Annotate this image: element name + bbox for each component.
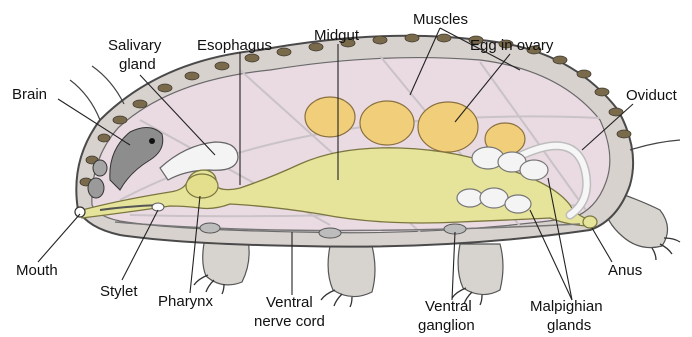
label-mouth: Mouth — [16, 262, 58, 279]
label-salivary-gland-line1: Salivary — [108, 37, 162, 54]
egg-3 — [418, 102, 478, 152]
label-pharynx: Pharynx — [158, 293, 214, 310]
label-ventral-ganglion-line2: ganglion — [418, 317, 475, 334]
label-malpighian-glands-line1: Malpighian — [530, 298, 603, 315]
label-brain: Brain — [12, 86, 47, 103]
label-esophagus: Esophagus — [197, 37, 272, 54]
label-salivary-gland-line2: gland — [119, 56, 156, 73]
label-egg-in-ovary: Egg in ovary — [470, 37, 554, 54]
egg-2 — [360, 101, 414, 145]
label-oviduct: Oviduct — [626, 87, 678, 104]
label-ventral-ganglion-line1: Ventral — [425, 298, 472, 315]
label-midgut: Midgut — [314, 27, 360, 44]
anus-leader — [592, 228, 612, 262]
pharynx-bulb — [186, 174, 218, 198]
label-muscles: Muscles — [413, 11, 468, 28]
label-stylet: Stylet — [100, 283, 138, 300]
mouth-leader — [38, 214, 80, 262]
leg-3 — [458, 244, 503, 295]
label-ventral-nerve-cord-line1: Ventral — [266, 294, 313, 311]
label-malpighian-glands-line2: glands — [547, 317, 591, 334]
anus — [583, 216, 597, 228]
leg-2 — [328, 246, 375, 297]
egg-1 — [305, 97, 355, 137]
label-ventral-nerve-cord-line2: nerve cord — [254, 313, 325, 330]
mouth — [75, 207, 85, 217]
label-anus: Anus — [608, 262, 642, 279]
